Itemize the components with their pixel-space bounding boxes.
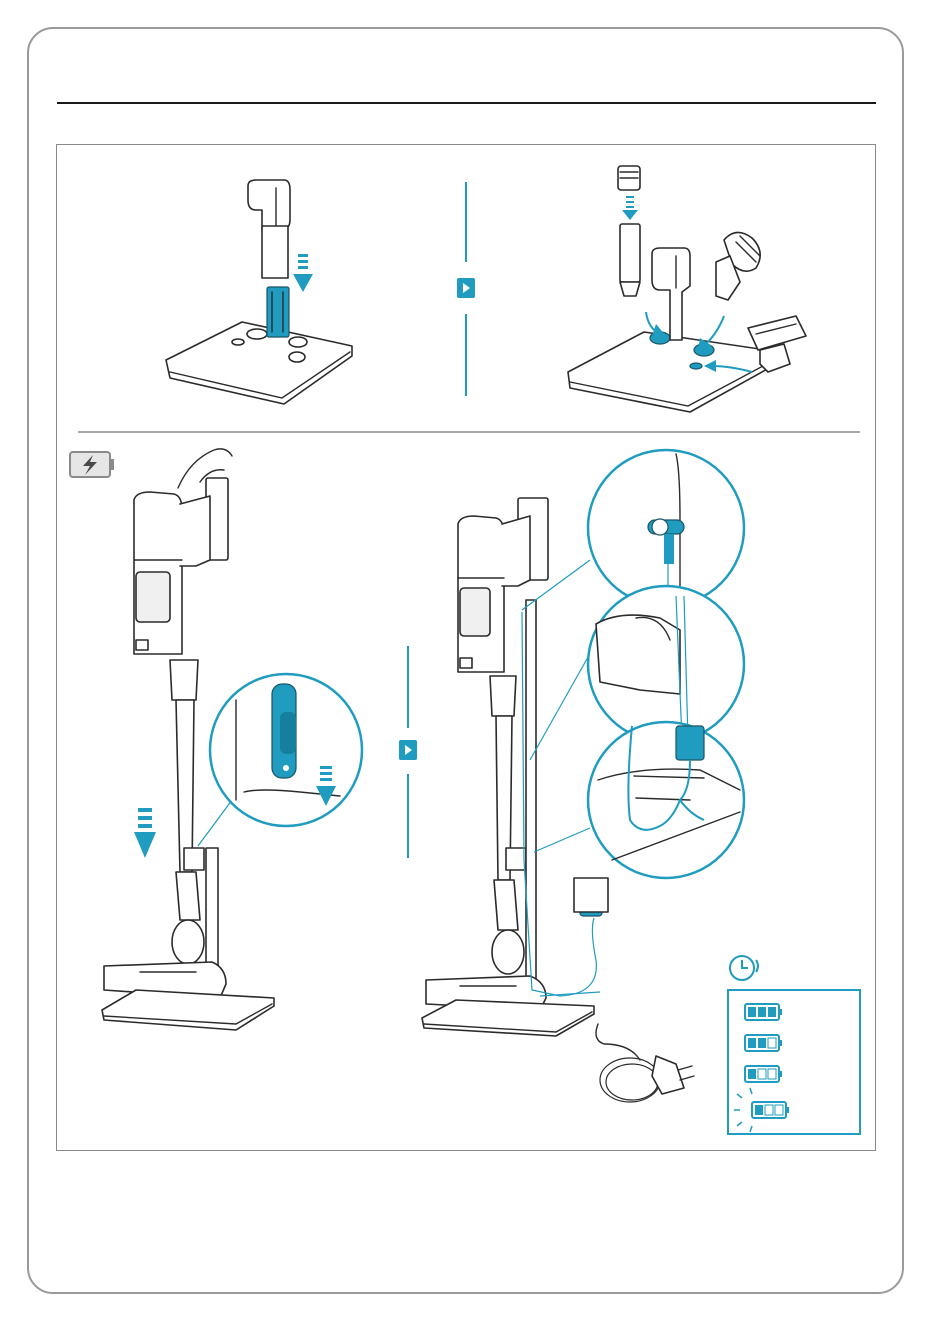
battery-level-two-icon: [745, 1035, 782, 1051]
step2-illustration: [568, 166, 806, 412]
base-connector: [267, 287, 289, 337]
detail-magnifier-2: [522, 450, 744, 610]
next-step-arrow-icon: [457, 182, 475, 396]
down-arrow-icon: [293, 254, 313, 292]
crevice-tool: [618, 166, 640, 296]
charger-cable-coil: [596, 1024, 694, 1102]
clock-icon: [730, 956, 758, 980]
next-step-arrow-icon-2: [399, 646, 417, 858]
dusting-brush: [716, 232, 760, 300]
charging-legend: [728, 990, 860, 1134]
battery-lightning-icon: [70, 452, 114, 477]
detail-magnifier-4: [534, 722, 744, 878]
column-handle: [248, 180, 290, 230]
battery-level-full-icon: [745, 1004, 782, 1020]
battery-level-one-icon: [745, 1066, 782, 1082]
step1-illustration: [166, 180, 352, 404]
detail-magnifier-1: [198, 674, 362, 846]
